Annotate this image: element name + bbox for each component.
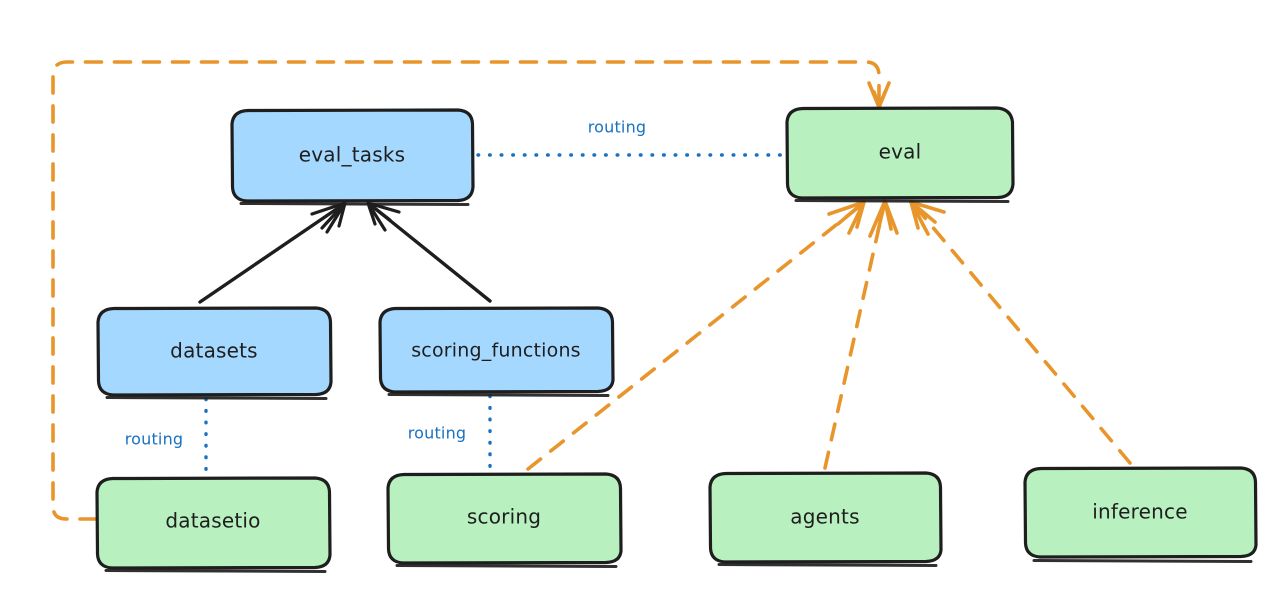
node-datasetio-label: datasetio	[165, 509, 260, 533]
node-datasetio-box	[95, 476, 332, 570]
node-scoring-label: scoring	[467, 505, 541, 529]
edge-agents-eval-path	[823, 203, 886, 470]
edge-eval-tasks-eval: routing	[476, 118, 786, 157]
node-eval[interactable]: eval	[785, 106, 1015, 203]
edge-datasets-eval-tasks	[198, 201, 347, 304]
node-scoring[interactable]: scoring	[386, 472, 623, 568]
edge-datasetio-eval-path	[51, 60, 881, 521]
edge-scoring-functions-eval-tasks	[366, 201, 492, 303]
node-agents-shadow	[717, 563, 938, 567]
node-datasets-box	[96, 306, 333, 397]
node-datasets-label: datasets	[170, 339, 258, 363]
edge-inference-eval	[909, 200, 1132, 465]
edge-scoring-eval-path	[526, 204, 862, 471]
node-scoring-functions-shadow	[387, 393, 610, 397]
node-inference[interactable]: inference	[1023, 466, 1258, 563]
node-datasets-shadow	[105, 396, 328, 400]
node-scoring-shadow	[395, 564, 618, 568]
node-eval-tasks-label: eval_tasks	[299, 143, 405, 167]
node-eval-tasks-box	[230, 108, 475, 203]
node-agents-box	[708, 471, 943, 564]
edge-agents-eval	[823, 199, 899, 470]
node-scoring-functions-label: scoring_functions	[411, 340, 581, 362]
node-eval-label: eval	[879, 140, 922, 164]
node-inference-box	[1023, 466, 1258, 559]
node-scoring-box	[386, 472, 623, 565]
node-datasets[interactable]: datasets	[96, 306, 333, 400]
node-scoring-functions[interactable]: scoring_functions	[378, 306, 615, 397]
edge-scoring-functions-scoring: routing	[408, 394, 492, 473]
edge-label-routing-3: routing	[408, 424, 467, 443]
node-inference-shadow	[1032, 559, 1253, 563]
node-eval-box	[785, 106, 1015, 200]
node-agents-label: agents	[790, 505, 859, 529]
edge-label-routing-1: routing	[588, 118, 647, 137]
edge-inference-eval-path	[913, 204, 1132, 465]
node-eval-shadow	[794, 199, 1010, 203]
edge-datasets-datasetio: routing	[125, 397, 208, 478]
node-datasetio-shadow	[104, 569, 327, 573]
edge-agents-eval-arrowhead-inner	[876, 199, 893, 233]
edge-datasets-eval-tasks-path	[198, 204, 343, 304]
edge-scoring-functions-eval-tasks-path	[370, 204, 492, 303]
node-datasetio[interactable]: datasetio	[95, 476, 332, 573]
node-eval-tasks[interactable]: eval_tasks	[230, 108, 475, 206]
node-scoring-functions-box	[378, 306, 615, 394]
node-eval-tasks-shadow	[239, 202, 470, 206]
node-agents[interactable]: agents	[708, 471, 943, 567]
edge-label-routing-2: routing	[125, 430, 184, 449]
node-inference-label: inference	[1092, 500, 1187, 524]
